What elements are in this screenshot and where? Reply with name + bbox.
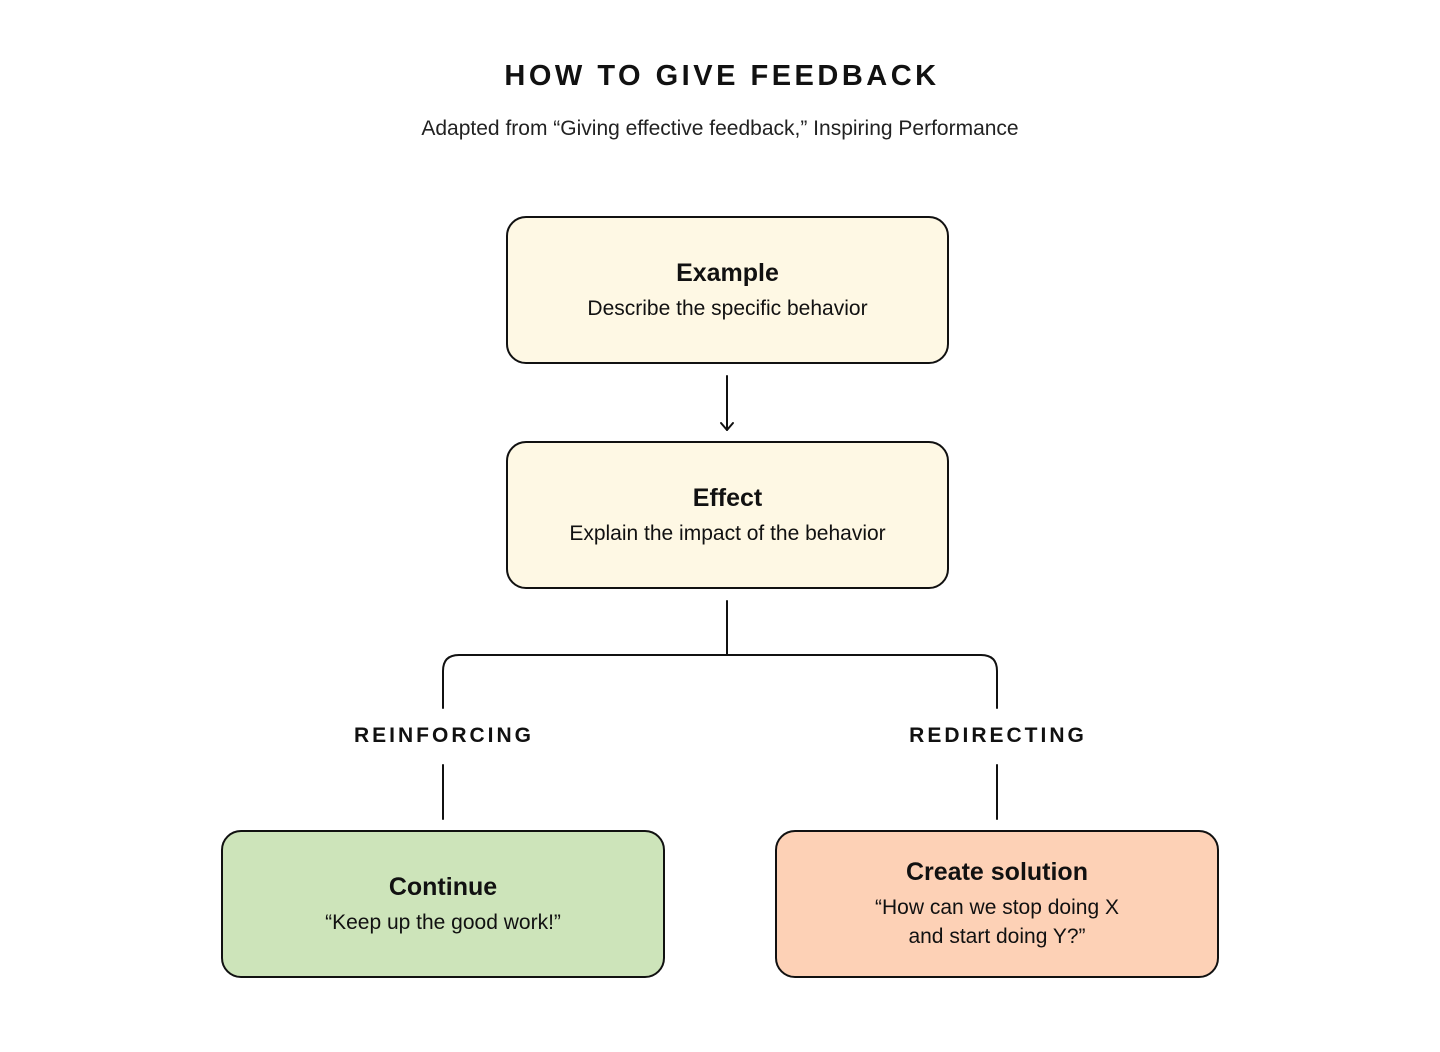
connector-branch-split xyxy=(442,654,998,709)
branch-label-redirecting: REDIRECTING xyxy=(909,724,1087,747)
node-example: Example Describe the specific behavior xyxy=(506,216,949,364)
node-example-description: Describe the specific behavior xyxy=(587,296,868,320)
node-continue-description: “Keep up the good work!” xyxy=(325,910,561,934)
node-create-solution: Create solution “How can we stop doing X… xyxy=(775,830,1219,978)
node-continue-title: Continue xyxy=(388,872,498,901)
node-create-solution-title: Create solution xyxy=(906,858,1088,886)
page-subtitle: Adapted from “Giving effective feedback,… xyxy=(421,117,1019,140)
node-continue: Continue “Keep up the good work!” xyxy=(221,830,665,978)
node-create-solution-description: “How can we stop doing X and start doing… xyxy=(875,896,1119,948)
branch-label-reinforcing: REINFORCING xyxy=(354,724,534,747)
node-effect-title: Effect xyxy=(692,483,763,512)
node-effect-description: Explain the impact of the behavior xyxy=(569,521,886,545)
arrow-head-icon xyxy=(720,422,734,431)
page-title: HOW TO GIVE FEEDBACK xyxy=(504,60,940,92)
node-effect: Effect Explain the impact of the behavio… xyxy=(506,441,949,589)
node-example-title: Example xyxy=(676,258,779,287)
